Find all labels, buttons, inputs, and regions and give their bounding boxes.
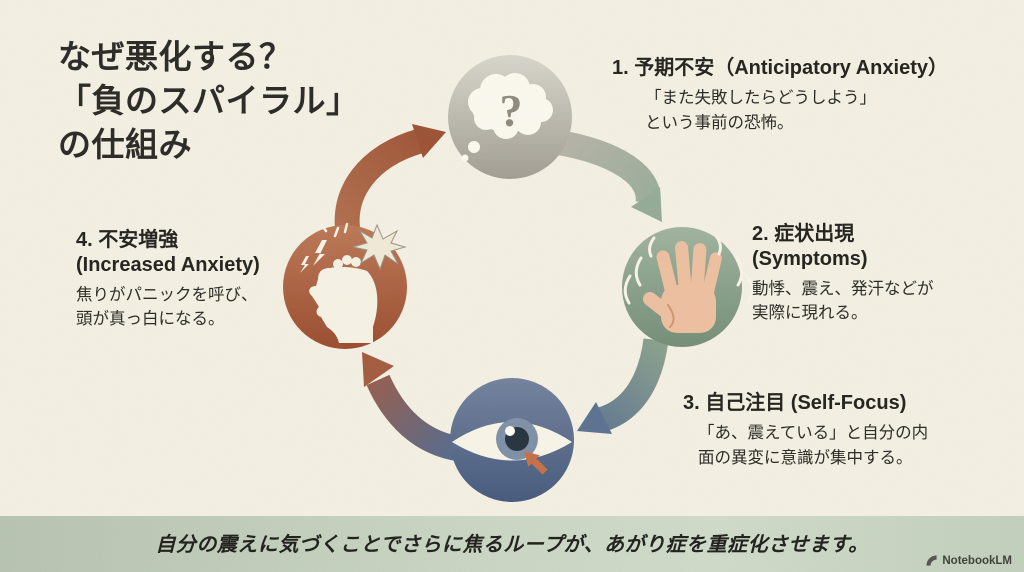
step4-heading-line-1: 4. 不安増強 [76, 229, 179, 251]
step3-body-line-1: 「あ、震えている」と自分の内 [698, 423, 929, 442]
step2-body-line-1: 動悸、震え、発汗などが [752, 279, 934, 298]
step1-body-line-2: という事前の恐怖。 [645, 113, 794, 132]
step3-body-line-2: 面の異変に意識が集中する。 [698, 448, 913, 467]
arrow-bottom-to-left [362, 352, 463, 462]
step1-body-line-1: 「また失敗したらどうしよう」 [645, 88, 876, 107]
step4-heading: 4. 不安増強 (Increased Anxiety) [76, 228, 260, 278]
question-mark-glyph: ? [500, 85, 523, 136]
node-symptoms [622, 227, 754, 347]
brand-badge: NotebookLM [925, 554, 1012, 567]
step4-heading-line-2: (Increased Anxiety) [76, 253, 260, 276]
node-increased-anxiety [283, 222, 407, 349]
summary-banner: 自分の震えに気づくことでさらに焦るループが、あがり症を重症化させます。 Note… [0, 516, 1024, 572]
step2-body-line-2: 実際に現れる。 [752, 304, 868, 323]
step-anticipatory-anxiety: 1. 予期不安（Anticipatory Anxiety） 「また失敗したらどう… [612, 56, 948, 135]
notebooklm-logo-icon [926, 555, 937, 566]
step2-heading: 2. 症状出現 (Symptoms) [752, 222, 934, 272]
step4-body-line-2: 頭が真っ白になる。 [76, 310, 225, 329]
step4-body: 焦りがパニックを呼び、 頭が真っ白になる。 [76, 283, 260, 333]
step-self-focus: 3. 自己注目 (Self-Focus) 「あ、震えている」と自分の内 面の異変… [683, 391, 928, 470]
node-anticipatory-anxiety: ? [448, 55, 572, 179]
step4-body-line-1: 焦りがパニックを呼び、 [76, 285, 258, 304]
step1-body: 「また失敗したらどうしよう」 という事前の恐怖。 [645, 86, 948, 136]
step2-heading-line-1: 2. 症状出現 [752, 223, 855, 245]
arrow-right-to-bottom [577, 338, 669, 434]
step3-body: 「あ、震えている」と自分の内 面の異変に意識が集中する。 [698, 421, 928, 471]
brand-name: NotebookLM [942, 554, 1012, 567]
step-increased-anxiety: 4. 不安増強 (Increased Anxiety) 焦りがパニックを呼び、 … [76, 228, 260, 332]
step3-heading: 3. 自己注目 (Self-Focus) [683, 392, 907, 414]
arrow-left-to-top [334, 124, 446, 241]
step2-body: 動悸、震え、発汗などが 実際に現れる。 [752, 277, 934, 327]
arrow-top-to-right [553, 129, 662, 222]
node-self-focus [450, 378, 574, 502]
step2-heading-line-2: (Symptoms) [752, 247, 868, 270]
step-symptoms: 2. 症状出現 (Symptoms) 動悸、震え、発汗などが 実際に現れる。 [752, 222, 934, 326]
summary-banner-text: 自分の震えに気づくことでさらに焦るループが、あがり症を重症化させます。 [155, 533, 869, 556]
step1-heading: 1. 予期不安（Anticipatory Anxiety） [612, 57, 948, 79]
